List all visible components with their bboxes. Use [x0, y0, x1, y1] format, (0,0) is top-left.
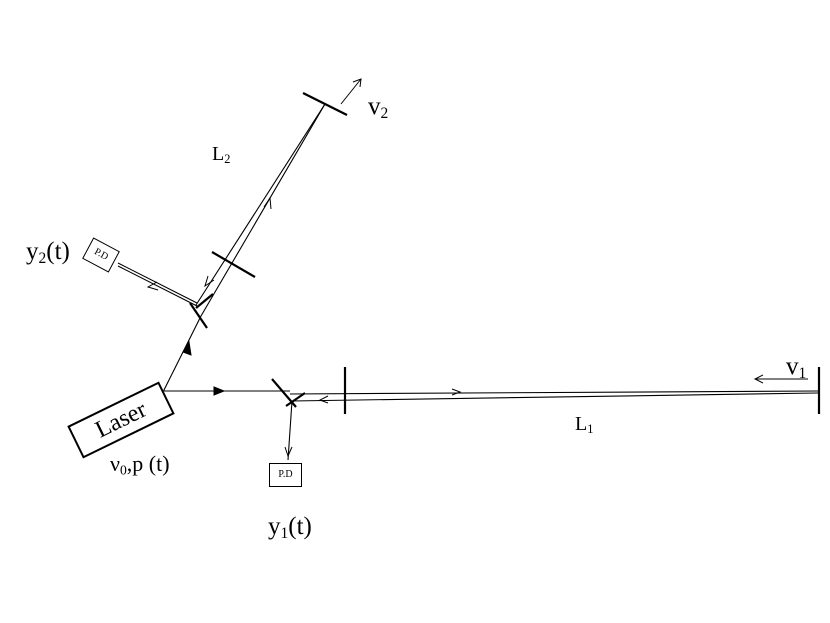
arm2-return-beam-2	[117, 262, 198, 304]
arrow-laser-arm1	[213, 386, 226, 396]
label-L2: L2	[212, 143, 231, 167]
arm1-return-beam	[287, 400, 293, 461]
pd-lower-label: P.D	[278, 469, 293, 480]
arm2-beam-a	[200, 103, 326, 317]
label-nu0-p: ν0,p (t)	[110, 451, 170, 478]
arrow-arm2-up	[263, 196, 272, 210]
velocity-v1-arrowhead	[753, 374, 764, 384]
arm1-beam-upper	[289, 390, 819, 395]
velocity-v2-arrow	[340, 78, 362, 105]
arm1-splitter-small	[285, 392, 306, 407]
arrow-arm1-down	[284, 446, 293, 458]
arm2-beam-b	[195, 103, 326, 306]
arrow-pd2	[146, 281, 159, 291]
arm2-return-beam	[117, 265, 198, 307]
label-v1: v1	[786, 353, 807, 382]
arrow-arm1-return	[318, 395, 329, 404]
arm2-splitter-small	[195, 293, 214, 309]
arm1-beam-lower	[291, 392, 819, 402]
arm2-end-mirror	[302, 92, 348, 116]
label-y1: y1(t)	[268, 513, 312, 542]
arm2-beam-splitter	[189, 302, 208, 329]
laser-beam-arm2	[162, 315, 202, 393]
label-L1: L1	[575, 413, 594, 437]
pd-upper-label: P.D	[92, 246, 111, 263]
arrow-arm1-forward	[451, 388, 462, 396]
label-v2: v2	[368, 93, 389, 122]
label-y2: y2(t)	[26, 238, 70, 267]
arrow-arm2-down	[204, 275, 215, 288]
arrow-laser-arm2	[182, 340, 192, 356]
arm2-input-mirror	[211, 251, 256, 278]
velocity-v2-arrowhead	[352, 78, 362, 88]
photodetector-lower: P.D	[269, 463, 302, 487]
